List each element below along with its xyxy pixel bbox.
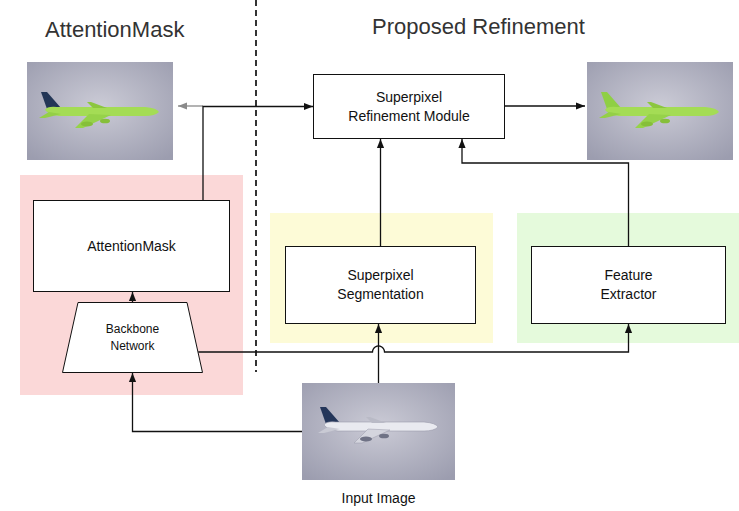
trapezoid-outline — [62, 302, 203, 373]
flow-arrow — [203, 107, 313, 201]
process-box: Superpixel Segmentation — [285, 246, 476, 324]
process-box: Feature Extractor — [531, 246, 726, 324]
flow-arrow — [133, 373, 303, 432]
section-heading: AttentionMask — [45, 17, 184, 43]
node-label: Feature Extractor — [579, 266, 679, 304]
flow-arrow — [380, 139, 381, 246]
flow-arrow — [378, 324, 379, 383]
section-heading: Proposed Refinement — [372, 14, 585, 40]
refined-output-arrow — [505, 105, 585, 106]
node-label: Backbone Network — [98, 321, 168, 353]
node-label: Superpixel Refinement Module — [344, 88, 474, 126]
flow-arrow — [132, 292, 133, 302]
backbone-trapezoid: Backbone Network — [62, 302, 203, 373]
node-label: AttentionMask — [87, 237, 176, 256]
process-box: AttentionMask — [33, 200, 230, 292]
superpixel-band — [270, 213, 493, 343]
mask-image — [27, 62, 173, 160]
flow-arrow — [198, 324, 628, 352]
flow-arrow — [462, 139, 629, 246]
divider-line — [255, 0, 257, 372]
node-label: Superpixel Segmentation — [326, 266, 436, 304]
backbone-band — [20, 175, 243, 395]
refined-image — [587, 62, 733, 160]
mask-output-arrow — [178, 105, 203, 106]
input-photo — [302, 383, 455, 480]
trapezoid-shape — [63, 303, 203, 373]
process-box: Superpixel Refinement Module — [313, 74, 505, 139]
input-image: Input Image — [302, 383, 455, 480]
image-caption: Input Image — [302, 489, 455, 508]
